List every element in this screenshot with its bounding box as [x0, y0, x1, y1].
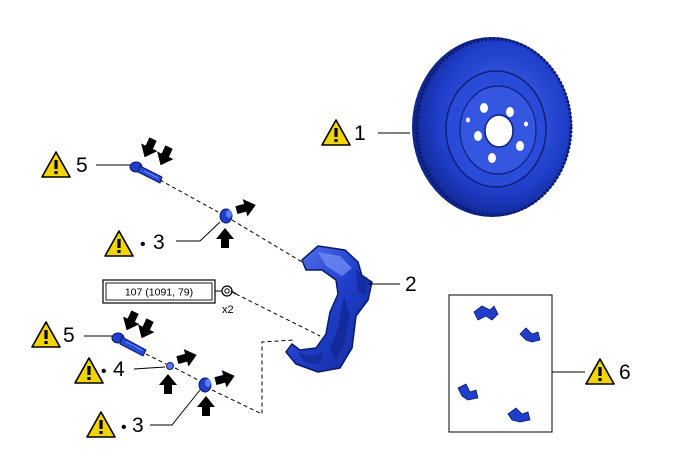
callout-5-lower: 5	[31, 321, 75, 348]
callout-number: 3	[153, 231, 165, 254]
support-plate	[457, 383, 479, 401]
brake-disc	[412, 37, 573, 217]
arrow-icon	[136, 135, 162, 162]
upper-slide-bolt	[129, 161, 163, 184]
pad-support-plates-box	[448, 294, 553, 433]
callout-3-lower: • 3	[86, 411, 144, 438]
warning-icon	[104, 230, 134, 257]
torque-spec-box: 107 (1091, 79)	[102, 279, 216, 304]
callout-4: • 4	[74, 357, 125, 384]
arrow-icon	[216, 228, 234, 248]
callout-number: 5	[63, 324, 75, 347]
lower-bushing	[166, 362, 174, 370]
callout-number: 4	[113, 358, 125, 381]
reuse-dot: •	[121, 419, 127, 436]
warning-icon	[585, 358, 615, 385]
callout-2: 2	[405, 273, 417, 296]
arrow-icon	[175, 346, 200, 369]
arrow-icon	[152, 143, 178, 170]
callout-number: 5	[76, 154, 88, 177]
callout-number: 2	[405, 273, 417, 296]
arrow-icon	[159, 374, 177, 394]
arrow-icon	[118, 308, 144, 335]
arrow-icon	[234, 196, 259, 219]
lower-boot	[198, 377, 212, 393]
arrow-indicators	[118, 135, 259, 416]
callout-number: 3	[132, 414, 144, 437]
warning-icon	[41, 151, 71, 178]
warning-icon	[321, 119, 351, 146]
callout-1: 1	[321, 119, 366, 146]
support-plate	[473, 305, 499, 321]
assembly-lines	[145, 179, 321, 415]
callout-number: 1	[354, 122, 366, 145]
warning-icon	[86, 411, 116, 438]
bracket-bolt	[221, 285, 237, 297]
arrow-icon	[133, 316, 159, 343]
support-plate	[519, 327, 541, 343]
caliper-bracket	[285, 245, 373, 373]
reuse-dot: •	[140, 236, 146, 253]
support-plate	[507, 407, 531, 423]
leader-lines	[84, 132, 585, 426]
torque-value: 107 (1091, 79)	[125, 287, 193, 299]
quantity-label: x2	[222, 304, 234, 316]
warning-icon	[74, 357, 104, 384]
arrow-icon	[197, 396, 215, 416]
upper-bushing	[219, 208, 233, 224]
warning-icon	[31, 321, 61, 348]
lower-slide-bolt	[111, 332, 147, 357]
arrow-icon	[213, 367, 238, 390]
reuse-dot: •	[101, 363, 107, 380]
callout-number: 6	[619, 361, 631, 384]
callout-6: 6	[585, 358, 631, 385]
callout-5-upper: 5	[41, 151, 88, 178]
callout-3-upper: • 3	[104, 230, 165, 257]
